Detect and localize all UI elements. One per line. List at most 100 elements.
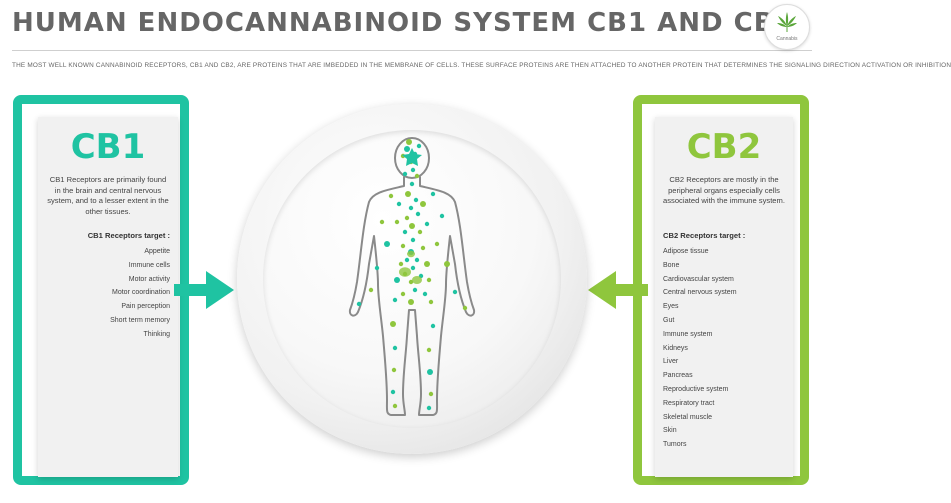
cb2-title: CB2 [686, 127, 762, 167]
receptor-dot [417, 229, 423, 235]
organ-cluster [412, 276, 422, 284]
list-item: Thinking [143, 330, 170, 338]
receptor-dot [426, 347, 432, 353]
receptor-dot [408, 279, 414, 285]
receptor-dot [420, 245, 426, 251]
receptor-dot [410, 237, 416, 243]
receptor-dot [392, 403, 398, 409]
list-item: Reproductive system [663, 385, 729, 393]
receptor-dot [391, 367, 397, 373]
page-title: HUMAN ENDOCANNABINOID SYSTEM CB1 AND CB2 [12, 8, 794, 38]
receptor-dot [410, 265, 416, 271]
list-item: Kidneys [663, 344, 688, 352]
receptor-dot [430, 323, 436, 329]
receptor-dot [405, 191, 411, 197]
receptor-dot [379, 219, 385, 225]
receptor-dot [409, 181, 415, 187]
title-divider [12, 50, 812, 51]
receptor-dot [428, 299, 434, 305]
receptor-dot [426, 405, 432, 411]
list-item: Skin [663, 427, 677, 435]
list-item: Pancreas [663, 372, 693, 380]
arrow-right-icon [174, 271, 234, 309]
receptor-dot [398, 261, 404, 267]
receptor-dot [384, 241, 390, 247]
receptor-dot [408, 205, 414, 211]
receptor-dot [392, 345, 398, 351]
list-item: Gut [663, 316, 675, 324]
receptor-dot [394, 219, 400, 225]
receptor-dot [390, 389, 396, 395]
list-item: Skeletal muscle [663, 413, 713, 421]
receptor-dot [400, 243, 406, 249]
receptor-dot [400, 291, 406, 297]
receptor-dot [406, 139, 412, 145]
list-item: Respiratory tract [663, 399, 715, 407]
list-item: Tumors [663, 441, 687, 449]
receptor-dot [404, 257, 410, 263]
human-body-outline-icon [348, 137, 476, 416]
arrow-left-icon [588, 271, 648, 309]
cb2-targets-heading: CB2 Receptors target : [663, 231, 746, 240]
organ-cluster [407, 250, 415, 258]
receptor-dot [410, 167, 416, 173]
receptor-dot [422, 291, 428, 297]
receptor-dot [444, 261, 450, 267]
logo-text: Cannabis [776, 36, 798, 42]
organ-cluster [399, 267, 411, 277]
list-item: Pain perception [121, 303, 170, 311]
receptor-dot [428, 391, 434, 397]
receptor-dot [408, 299, 414, 305]
brain-receptor-marker [402, 148, 422, 166]
receptor-dot [404, 215, 410, 221]
list-item: Liver [663, 358, 679, 366]
receptor-dot [462, 305, 468, 311]
receptor-dot [424, 261, 430, 267]
receptor-dot [452, 289, 458, 295]
list-item: Eyes [663, 303, 679, 311]
cb1-targets-heading: CB1 Receptors target : [87, 231, 170, 240]
list-item: Central nervous system [663, 289, 737, 297]
list-item: Cardiovascular system [663, 275, 734, 283]
list-item: Immune system [663, 330, 713, 338]
receptor-dot [402, 171, 408, 177]
list-item: Motor activity [128, 275, 170, 283]
cb1-card: CB1 CB1 Receptors are primarily found in… [38, 117, 178, 477]
receptor-dot [430, 191, 436, 197]
receptor-dot [374, 265, 380, 271]
list-item: Adipose tissue [663, 248, 709, 255]
receptor-dot [404, 146, 410, 152]
receptor-dot [413, 197, 419, 203]
cb1-description: CB1 Receptors are primarily found in the… [47, 175, 169, 216]
receptor-dot [414, 173, 420, 179]
receptor-dot [426, 277, 432, 283]
list-item: Immune cells [128, 261, 170, 269]
list-item: Short term memory [110, 316, 170, 324]
receptor-dot [368, 287, 374, 293]
receptor-dot [439, 213, 445, 219]
page-subtitle: THE MOST WELL KNOWN CANNABINOID RECEPTOR… [12, 62, 951, 69]
receptor-dot [409, 223, 415, 229]
receptor-dot [427, 369, 433, 375]
cb2-description: CB2 Receptors are mostly in the peripher… [663, 175, 785, 205]
receptor-dot [420, 201, 426, 207]
receptor-dot [390, 321, 396, 327]
receptor-dot [402, 229, 408, 235]
cb2-targets-list: Adipose tissue Bone Cardiovascular syste… [663, 245, 785, 452]
list-item: Motor coordination [112, 289, 170, 297]
receptor-dot [396, 201, 402, 207]
receptor-dot [392, 297, 398, 303]
cb1-title: CB1 [70, 127, 146, 167]
receptor-dot [394, 277, 400, 283]
logo-badge: Cannabis [764, 4, 810, 50]
receptor-dot [356, 301, 362, 307]
receptor-dot [415, 211, 421, 217]
receptor-dot [388, 193, 394, 199]
list-item: Appetite [144, 248, 170, 255]
receptor-dot [424, 221, 430, 227]
receptor-dot [416, 143, 422, 149]
cb1-targets-list: Appetite Immune cells Motor activity Mot… [46, 245, 170, 342]
receptor-dot [434, 241, 440, 247]
figure-inner-disc [263, 130, 561, 428]
list-item: Bone [663, 261, 680, 269]
